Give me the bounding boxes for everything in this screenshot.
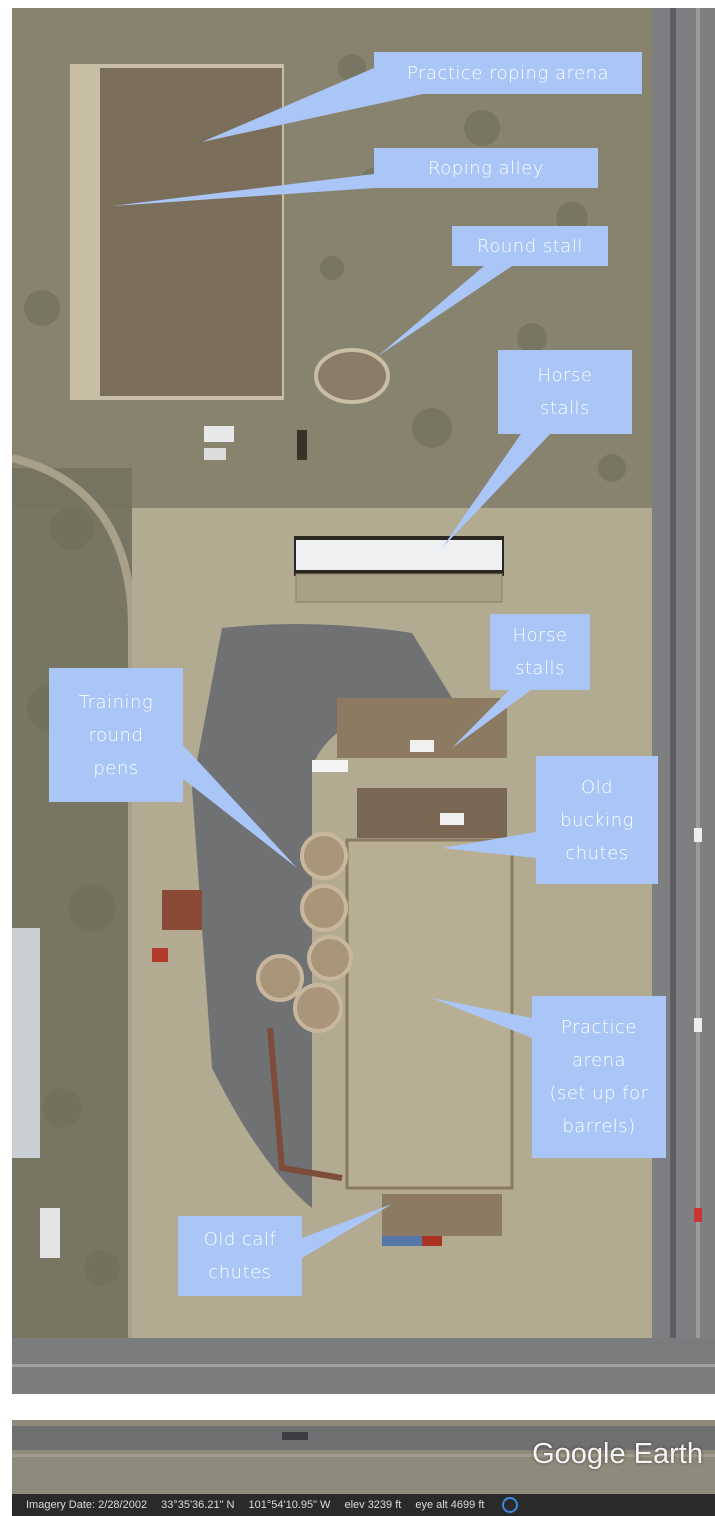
google-earth-logo: Google Earth (532, 1438, 703, 1470)
callout-horse-stalls-lower: Horse stalls (490, 614, 590, 690)
callout-training-round-pens: Training round pens (49, 668, 183, 802)
elevation-readout: elev 3239 ft (344, 1499, 402, 1511)
callout-old-calf-chutes: Old calf chutes (178, 1216, 302, 1296)
aerial-map: Practice roping arena Roping alley Round… (12, 8, 715, 1394)
longitude-readout: 101°54'10.95" W (248, 1499, 331, 1511)
callout-practice-roping-arena: Practice roping arena (374, 52, 642, 94)
latitude-readout: 33°35'36.21" N (161, 1499, 235, 1511)
callout-roping-alley: Roping alley (374, 148, 598, 188)
eye-altitude-readout: eye alt 4699 ft (415, 1499, 485, 1511)
google-earth-strip: Google Earth Imagery Date: 2/28/2002 33°… (12, 1420, 715, 1516)
callout-old-bucking-chutes: Old bucking chutes (536, 756, 658, 884)
callout-horse-stalls-upper: Horse stalls (498, 350, 632, 434)
callout-practice-arena: Practice arena (set up for barrels) (532, 996, 666, 1158)
callout-round-stall: Round stall (452, 226, 608, 266)
status-bar: Imagery Date: 2/28/2002 33°35'36.21" N 1… (12, 1494, 715, 1516)
compass-icon[interactable] (502, 1497, 519, 1513)
imagery-date: Imagery Date: 2/28/2002 (26, 1499, 148, 1511)
